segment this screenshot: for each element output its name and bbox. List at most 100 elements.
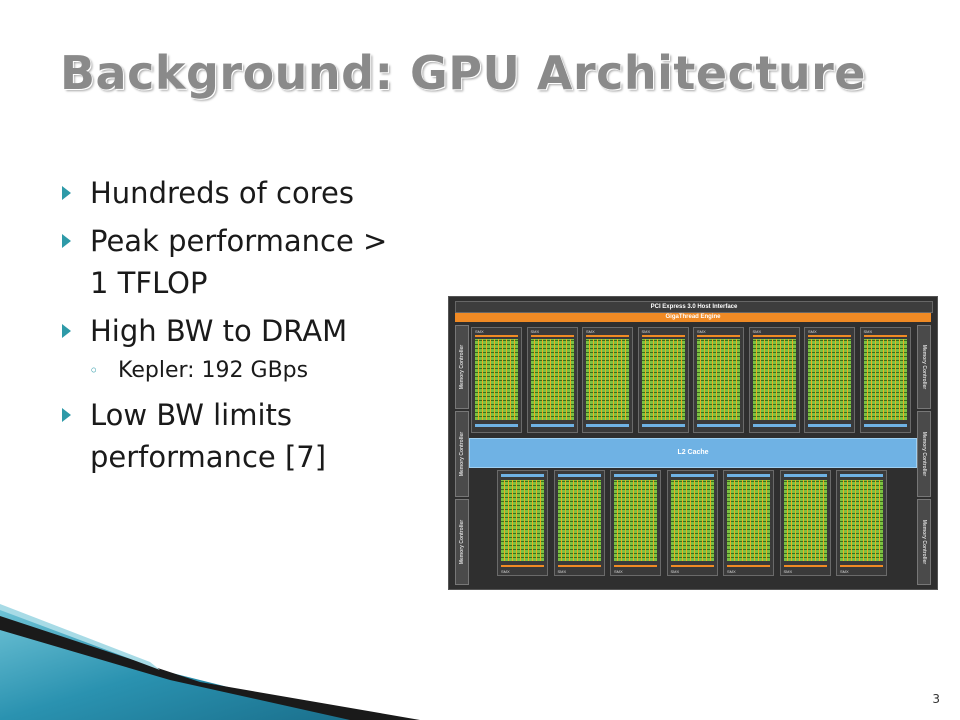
bullet-list: Hundreds of cores Peak performance > 1 T… xyxy=(62,172,422,484)
smx-block: SMX xyxy=(526,327,578,433)
smx-label: SMX xyxy=(752,329,762,334)
smx-block: SMX xyxy=(723,470,774,576)
smx-scheduler xyxy=(614,565,657,567)
bullet-item: High BW to DRAM xyxy=(62,310,422,352)
smx-scheduler xyxy=(840,565,883,567)
smx-cache xyxy=(863,424,907,427)
smx-scheduler xyxy=(557,565,601,567)
memory-controller: Memory Controller xyxy=(455,411,469,497)
smx-cores xyxy=(863,339,907,420)
smx-cache xyxy=(641,424,685,427)
circle-bullet-icon: ◦ xyxy=(89,361,99,380)
smx-block: SMX xyxy=(748,327,800,433)
page-number: 3 xyxy=(932,692,940,706)
memory-controller: Memory Controller xyxy=(455,499,469,585)
smx-cache xyxy=(586,424,629,427)
smx-cache xyxy=(727,474,770,477)
l2-cache: L2 Cache xyxy=(469,438,917,468)
smx-cores xyxy=(557,480,601,561)
smx-cache xyxy=(840,474,883,477)
pci-express-interface: PCI Express 3.0 Host Interface xyxy=(455,301,933,313)
smx-label: SMX xyxy=(530,329,540,334)
memory-controller: Memory Controller xyxy=(917,411,931,497)
smx-block: SMX xyxy=(610,470,661,576)
smx-cores xyxy=(783,480,827,561)
smx-block: SMX xyxy=(637,327,689,433)
smx-scheduler xyxy=(586,335,629,337)
smx-label: SMX xyxy=(863,329,873,334)
smx-block: SMX xyxy=(582,327,633,433)
smx-scheduler xyxy=(752,335,796,337)
slide-title: Background: GPU Architecture xyxy=(60,46,866,100)
smx-cores xyxy=(586,339,629,420)
smx-label: SMX xyxy=(557,569,567,574)
bullet-text: Low BW limits xyxy=(90,398,292,432)
smx-cores xyxy=(697,339,740,420)
bullet-text: High BW to DRAM xyxy=(90,314,348,348)
smx-block: SMX xyxy=(666,470,718,576)
memory-controller: Memory Controller xyxy=(917,325,931,409)
bullet-item: Hundreds of cores xyxy=(62,172,422,214)
smx-label: SMX xyxy=(641,329,651,334)
smx-cache xyxy=(670,474,714,477)
smx-label: SMX xyxy=(586,329,595,334)
smx-label: SMX xyxy=(783,569,793,574)
smx-cores xyxy=(727,480,770,561)
smx-scheduler xyxy=(808,335,851,337)
smx-cores xyxy=(670,480,714,561)
smx-scheduler xyxy=(641,335,685,337)
smx-block: SMX xyxy=(497,470,548,576)
smx-label: SMX xyxy=(614,569,623,574)
smx-label: SMX xyxy=(501,569,510,574)
bullet-text: performance [7] xyxy=(90,440,327,474)
smx-cores xyxy=(475,339,518,420)
smx-label: SMX xyxy=(670,569,680,574)
smx-block: SMX xyxy=(859,327,911,433)
bullet-arrow-icon xyxy=(62,324,71,338)
memory-controller: Memory Controller xyxy=(917,499,931,585)
smx-cores xyxy=(501,480,544,561)
smx-cache xyxy=(752,424,796,427)
bullet-text: Hundreds of cores xyxy=(90,176,354,210)
smx-cores xyxy=(808,339,851,420)
gpu-architecture-diagram: PCI Express 3.0 Host Interface GigaThrea… xyxy=(448,296,938,590)
gigathread-engine: GigaThread Engine xyxy=(455,313,931,322)
bullet-arrow-icon xyxy=(62,234,71,248)
smx-scheduler xyxy=(501,565,544,567)
smx-scheduler xyxy=(863,335,907,337)
bullet-arrow-icon xyxy=(62,186,71,200)
smx-scheduler xyxy=(530,335,574,337)
smx-cores xyxy=(614,480,657,561)
smx-cache xyxy=(501,474,544,477)
smx-scheduler xyxy=(783,565,827,567)
smx-cores xyxy=(641,339,685,420)
sub-bullet-item: ◦ Kepler: 192 GBps xyxy=(62,356,422,386)
smx-cache xyxy=(530,424,574,427)
smx-block: SMX xyxy=(804,327,855,433)
smx-cache xyxy=(808,424,851,427)
smx-cache xyxy=(783,474,827,477)
smx-cores xyxy=(530,339,574,420)
smx-scheduler xyxy=(475,335,518,337)
smx-cores xyxy=(752,339,796,420)
memory-controller: Memory Controller xyxy=(455,325,469,409)
smx-block: SMX xyxy=(836,470,887,576)
smx-label: SMX xyxy=(840,569,849,574)
smx-cache xyxy=(557,474,601,477)
smx-cores xyxy=(840,480,883,561)
bullet-text: Peak performance > xyxy=(90,224,388,258)
sub-bullet-text: Kepler: 192 GBps xyxy=(118,358,309,383)
smx-cache xyxy=(697,424,740,427)
bullet-item: Peak performance > 1 TFLOP xyxy=(62,220,422,304)
smx-label: SMX xyxy=(475,329,484,334)
smx-label: SMX xyxy=(727,569,736,574)
smx-block: SMX xyxy=(471,327,522,433)
smx-scheduler xyxy=(727,565,770,567)
decorative-swoosh xyxy=(0,604,420,720)
bullet-item: Low BW limits performance [7] xyxy=(62,394,422,478)
smx-scheduler xyxy=(670,565,714,567)
smx-cache xyxy=(614,474,657,477)
bullet-arrow-icon xyxy=(62,408,71,422)
smx-block: SMX xyxy=(693,327,744,433)
smx-scheduler xyxy=(697,335,740,337)
